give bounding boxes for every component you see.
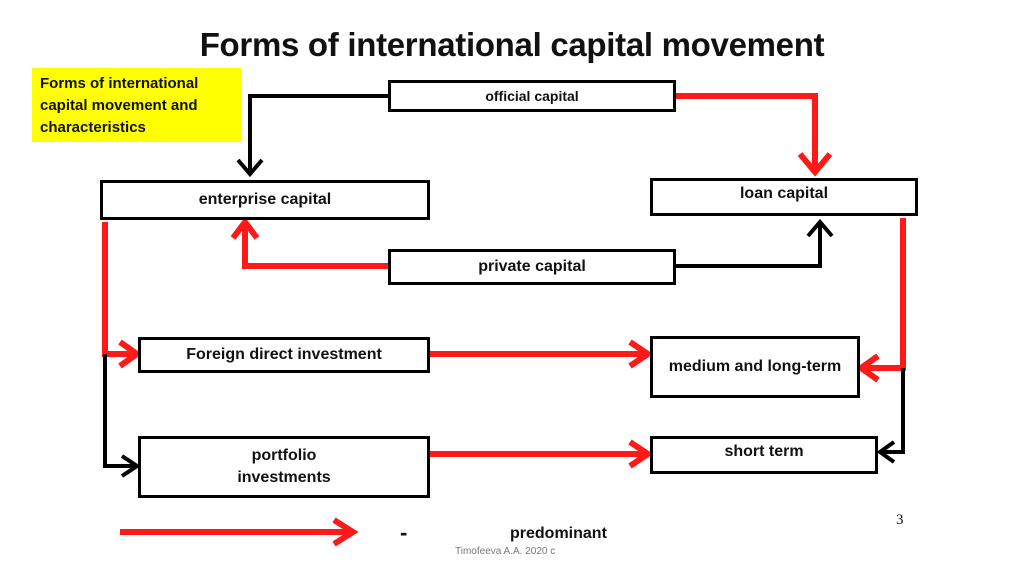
arrow-official-to-loan	[676, 93, 818, 170]
arrow-private-to-enterprise	[242, 222, 388, 269]
slide-title: Forms of international capital movement	[199, 26, 825, 63]
arrow-enterprise-to-portfolio	[103, 354, 136, 468]
box-portfolio-investments: portfolio investments	[138, 436, 430, 498]
arrowhead-loan-to-short	[876, 440, 896, 464]
arrow-official-to-enterprise	[248, 94, 388, 172]
legend-dash: -	[400, 520, 408, 545]
box-private-capital: private capital	[388, 249, 676, 285]
arrowhead-official-to-enterprise	[236, 158, 264, 178]
arrow-loan-to-short	[880, 368, 905, 454]
legend-arrowhead	[332, 517, 359, 547]
arrowhead-private-to-enterprise	[230, 217, 260, 240]
note-label: Forms of international capital movement …	[32, 68, 242, 142]
arrowhead-official-to-loan	[797, 152, 833, 177]
footer-credit: Timofeeva A.A. 2020 c	[455, 546, 556, 557]
box-enterprise-capital: enterprise capital	[100, 180, 430, 220]
arrowhead-fdi-to-medium	[628, 339, 654, 369]
arrowhead-loan-to-medium	[855, 353, 880, 383]
arrowhead-portfolio-to-short	[628, 439, 654, 469]
box-foreign-direct-investment: Foreign direct investment	[138, 337, 430, 373]
box-official-capital: official capital	[388, 80, 676, 112]
page-number: 3	[896, 512, 904, 528]
box-medium-long-term: medium and long-term	[650, 336, 860, 398]
arrowhead-enterprise-to-fdi	[118, 339, 143, 369]
legend-label: predominant	[510, 525, 607, 542]
box-loan-capital: loan capital	[650, 178, 918, 216]
arrowhead-private-to-loan	[806, 218, 834, 238]
arrow-private-to-loan	[676, 222, 822, 268]
arrowhead-enterprise-to-portfolio	[120, 454, 141, 478]
arrow-loan-to-medium	[862, 218, 906, 371]
arrow-enterprise-to-fdi	[102, 222, 136, 357]
box-short-term: short term	[650, 436, 878, 474]
